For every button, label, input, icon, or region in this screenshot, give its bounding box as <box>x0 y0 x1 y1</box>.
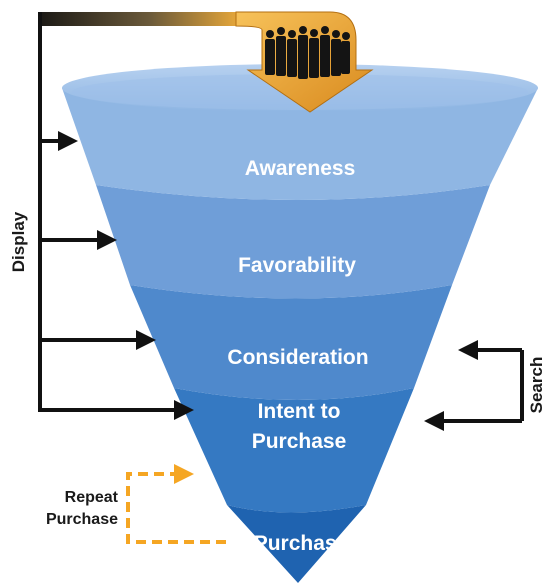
stage-label-intent-line2: Purchase <box>252 430 347 453</box>
search-arrows <box>424 340 524 431</box>
funnel-stage-consideration <box>130 285 452 400</box>
funnel-stage-intent <box>174 388 414 513</box>
stage-label-purchase: Purchase <box>254 532 349 555</box>
repeat-purchase-loop <box>126 464 226 544</box>
stage-label-awareness: Awareness <box>245 157 356 180</box>
group-of-people-icon <box>265 26 350 79</box>
funnel-stage-favorability <box>96 185 490 299</box>
repeat-label-line2: Purchase <box>46 511 118 528</box>
funnel-stage-purchase <box>227 505 366 583</box>
funnel-stage-awareness <box>62 88 538 200</box>
display-label: Display <box>9 211 28 272</box>
display-arrows <box>38 12 194 420</box>
funnel <box>62 64 538 583</box>
repeat-label-line1: Repeat <box>65 489 119 506</box>
stage-label-favorability: Favorability <box>238 254 356 277</box>
search-label: Search <box>527 357 546 414</box>
stage-label-intent-line1: Intent to <box>258 400 341 423</box>
stage-label-consideration: Consideration <box>227 346 368 369</box>
